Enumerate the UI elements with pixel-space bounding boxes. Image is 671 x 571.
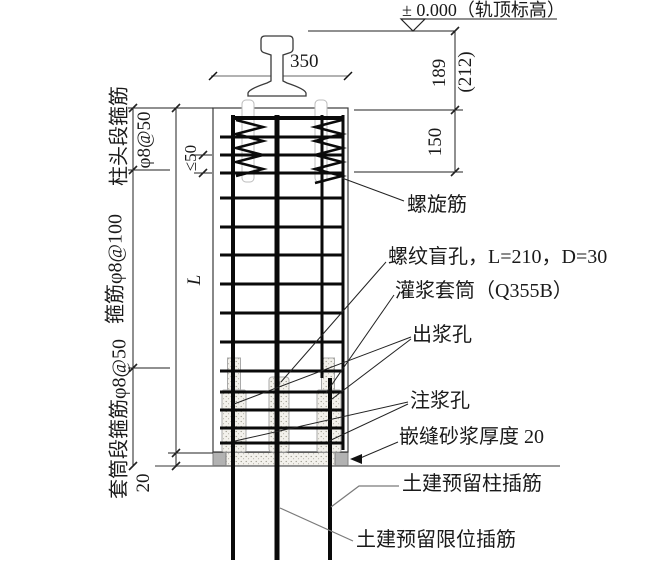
callout-spiral-bar: 螺旋筋 bbox=[407, 194, 467, 216]
rail-width-value: 350 bbox=[290, 51, 319, 72]
callout-leader-lines bbox=[233, 177, 412, 460]
callout-grout-outlet: 出浆孔 bbox=[412, 324, 472, 346]
mortar-leader-arrow-icon bbox=[350, 454, 362, 464]
dim-189: 189 bbox=[429, 58, 451, 88]
callout-mortar-joint: 嵌缝砂浆厚度 20 bbox=[399, 426, 544, 448]
label-sleeve-zone-stirrups: 套筒段箍筋φ8@50 bbox=[108, 339, 131, 499]
callout-threaded-blind-hole: 螺纹盲孔，L=210，D=30 bbox=[388, 246, 608, 268]
label-head-zone-spec: φ8@50 bbox=[134, 111, 156, 169]
label-mid-zone-stirrups: 箍筋φ8@100 bbox=[104, 214, 127, 324]
callout-grout-inlet: 注浆孔 bbox=[410, 390, 470, 412]
elevation-symbol-icon bbox=[399, 18, 557, 32]
dim-mortar-thickness: 20 bbox=[133, 473, 155, 493]
callout-grout-sleeve: 灌浆套筒（Q355B） bbox=[395, 280, 573, 302]
vertical-rebars bbox=[231, 115, 345, 560]
right-dimension-chain bbox=[354, 26, 463, 177]
dim-column-length: L bbox=[184, 274, 206, 286]
stirrup-spacing-dimension bbox=[194, 150, 212, 178]
label-head-zone-stirrups: 柱头段箍筋 bbox=[108, 86, 131, 186]
dim-150: 150 bbox=[425, 127, 447, 157]
dowel-leader-lines bbox=[279, 485, 399, 542]
mortar-bed bbox=[212, 452, 349, 466]
callout-reserved-limit-dowel: 土建预留限位插筋 bbox=[356, 529, 516, 551]
callout-reserved-column-dowel: 土建预留柱插筋 bbox=[402, 473, 542, 495]
elevation-label: ± 0.000（轨顶标高） bbox=[402, 0, 565, 20]
rail-profile bbox=[247, 35, 307, 97]
spiral-reinforcement bbox=[231, 118, 347, 185]
dim-212: (212) bbox=[455, 51, 477, 93]
dim-max-spacing: ≤50 bbox=[181, 144, 201, 172]
left-dimension-chains bbox=[128, 103, 213, 471]
rail-anchor-tube-icon bbox=[241, 99, 328, 183]
